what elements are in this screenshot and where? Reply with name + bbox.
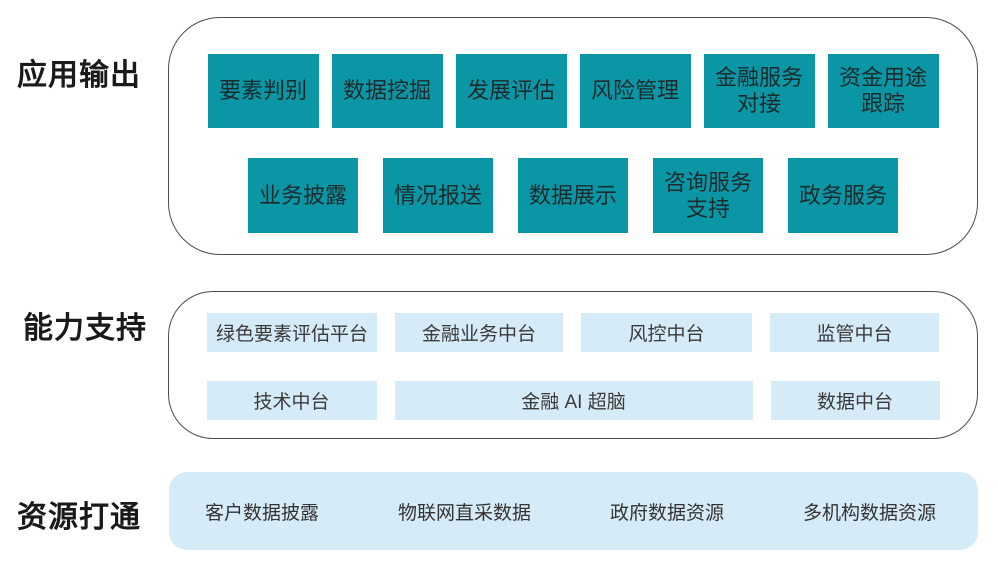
resource-integration-band: 客户数据披露 物联网直采数据 政府数据资源 多机构数据资源 [169, 472, 978, 550]
application-output-row-1: 要素判别 数据挖掘 发展评估 风险管理 金融服务 对接 资金用途 跟踪 [169, 54, 977, 128]
app-output-box: 政务服务 [788, 158, 898, 233]
application-output-container: 要素判别 数据挖掘 发展评估 风险管理 金融服务 对接 资金用途 跟踪 业务披露… [168, 17, 978, 255]
app-output-box: 数据展示 [518, 158, 628, 233]
capability-box: 技术中台 [206, 381, 377, 420]
app-output-box: 资金用途 跟踪 [827, 54, 939, 128]
app-output-box: 情况报送 [383, 158, 493, 233]
layer-label-application-output: 应用输出 [17, 59, 141, 92]
resource-item: 客户数据披露 [205, 502, 320, 524]
capability-box: 监管中台 [770, 313, 939, 352]
capability-box: 金融业务中台 [395, 313, 563, 352]
resource-item: 多机构数据资源 [802, 502, 936, 524]
resource-item: 物联网直采数据 [397, 502, 531, 524]
app-output-box: 业务披露 [248, 158, 358, 233]
capability-box: 风控中台 [581, 313, 752, 352]
layer-label-capability-support: 能力支持 [23, 312, 147, 345]
resource-item: 政府数据资源 [609, 502, 724, 524]
application-output-row-2: 业务披露 情况报送 数据展示 咨询服务 支持 政务服务 [169, 158, 977, 233]
capability-support-row-2: 技术中台 金融 AI 超脑 数据中台 [169, 381, 977, 420]
capability-support-row-1: 绿色要素评估平台 金融业务中台 风控中台 监管中台 [169, 313, 977, 352]
capability-support-container: 绿色要素评估平台 金融业务中台 风控中台 监管中台 技术中台 金融 AI 超脑 … [168, 291, 978, 439]
app-output-box: 发展评估 [455, 54, 567, 128]
app-output-box: 金融服务 对接 [703, 54, 815, 128]
app-output-box: 数据挖掘 [331, 54, 443, 128]
layer-label-resource-integration: 资源打通 [17, 501, 141, 534]
capability-box: 数据中台 [770, 381, 940, 420]
app-output-box: 风险管理 [579, 54, 691, 128]
capability-box: 绿色要素评估平台 [207, 313, 377, 352]
capability-box: 金融 AI 超脑 [394, 381, 753, 420]
app-output-box: 咨询服务 支持 [653, 158, 763, 233]
app-output-box: 要素判别 [207, 54, 319, 128]
